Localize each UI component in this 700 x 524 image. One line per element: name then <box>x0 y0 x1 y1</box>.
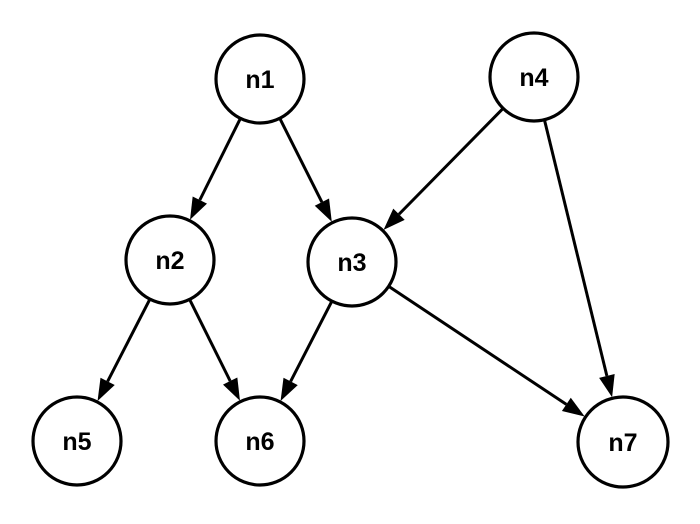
edge-n3-to-n7 <box>388 285 585 417</box>
graph-node-n7[interactable]: n7 <box>576 395 670 489</box>
node-label-n6: n6 <box>245 428 274 456</box>
edge-n1-to-n3 <box>278 118 332 222</box>
arrowhead-icon <box>97 377 115 401</box>
graph-node-n4[interactable]: n4 <box>488 31 580 123</box>
node-label-n2: n2 <box>155 247 184 275</box>
node-label-n7: n7 <box>608 429 637 457</box>
edge-n2-to-n5 <box>97 299 151 401</box>
node-label-n1: n1 <box>245 66 274 94</box>
graph-node-n3[interactable]: n3 <box>306 216 398 308</box>
edge-line <box>188 299 232 382</box>
edge-line <box>278 118 324 203</box>
arrowhead-icon <box>599 374 615 398</box>
arrowhead-icon <box>223 377 240 401</box>
node-circle-n3[interactable] <box>306 216 398 308</box>
edge-n1-to-n2 <box>190 118 242 220</box>
edge-line <box>106 299 151 383</box>
edges-layer <box>97 108 615 417</box>
node-label-n3: n3 <box>337 249 366 277</box>
arrowhead-icon <box>190 196 207 220</box>
graph-node-n1[interactable]: n1 <box>214 33 306 125</box>
edge-line <box>198 118 242 201</box>
edge-line <box>289 301 333 383</box>
node-circle-n7[interactable] <box>576 395 670 489</box>
edge-line <box>397 108 504 216</box>
graph-node-n5[interactable]: n5 <box>31 395 123 487</box>
arrowhead-icon <box>383 208 405 230</box>
node-label-n5: n5 <box>62 428 91 456</box>
node-circle-n6[interactable] <box>214 395 306 487</box>
edge-line <box>543 120 609 377</box>
edge-n3-to-n6 <box>280 301 333 401</box>
edge-line <box>388 285 568 406</box>
nodes-layer: n1 n2 n3 n4 n5 n6 n7 <box>31 31 670 489</box>
node-circle-n2[interactable] <box>124 214 216 306</box>
node-circle-n1[interactable] <box>214 33 306 125</box>
graph-node-n6[interactable]: n6 <box>214 395 306 487</box>
node-label-n4: n4 <box>519 64 548 92</box>
arrowhead-icon <box>280 377 298 401</box>
node-circle-n4[interactable] <box>488 31 580 123</box>
node-circle-n5[interactable] <box>31 395 123 487</box>
edge-n4-to-n7 <box>543 120 615 398</box>
graph-node-n2[interactable]: n2 <box>124 214 216 306</box>
arrowhead-icon <box>561 397 585 417</box>
edge-n2-to-n6 <box>188 299 240 401</box>
edge-n4-to-n3 <box>383 108 504 230</box>
arrowhead-icon <box>314 198 332 222</box>
